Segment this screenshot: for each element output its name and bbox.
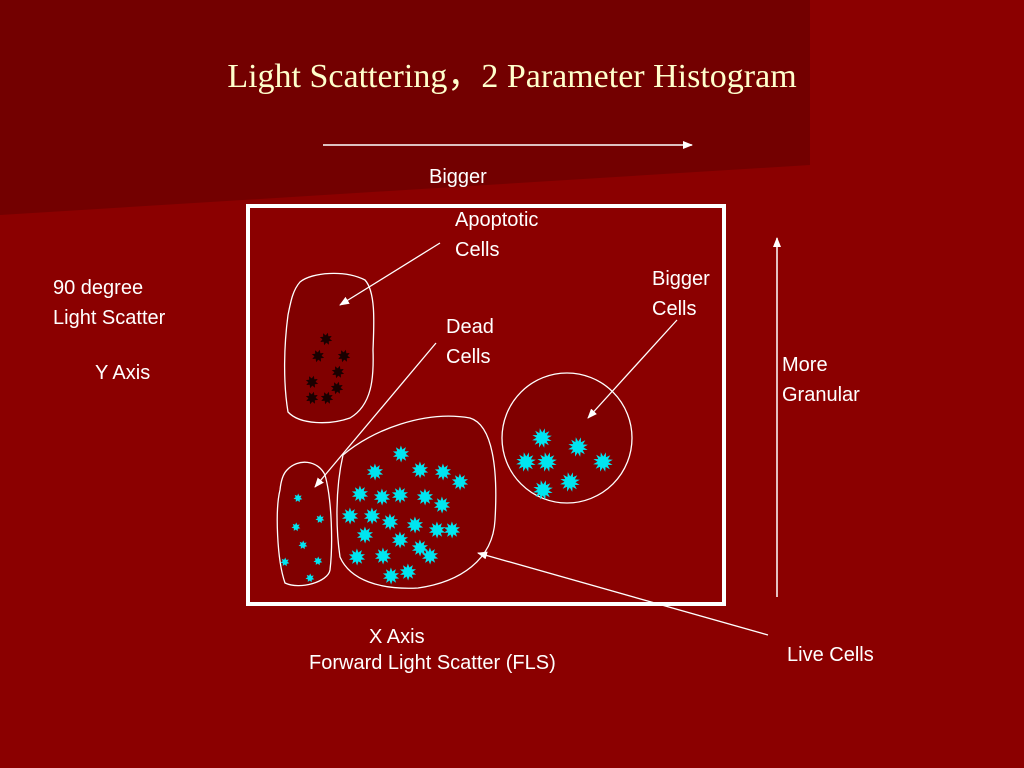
x-axis-label-line1: X Axis: [369, 626, 425, 648]
x-axis-label-line2: Forward Light Scatter (FLS): [309, 652, 556, 674]
dark-starburst-icon: [337, 349, 351, 363]
cyan-starburst-icon: [516, 452, 536, 472]
cyan-starburst-icon: [533, 480, 553, 500]
cyan-starburst-icon: [443, 521, 461, 539]
bigger-cells-markers: [516, 428, 613, 500]
small-cyan-starburst-icon: [298, 540, 308, 550]
cyan-starburst-icon: [356, 526, 374, 544]
cyan-starburst-icon: [363, 507, 381, 525]
dark-starburst-icon: [330, 381, 344, 395]
live-cells-markers: [341, 445, 469, 585]
apoptotic-cells-label-line1: Apoptotic: [455, 209, 538, 231]
cyan-starburst-icon: [392, 445, 410, 463]
dead-cells-label-line2: Cells: [446, 346, 490, 368]
cyan-starburst-icon: [434, 463, 452, 481]
cyan-starburst-icon: [421, 547, 439, 565]
bigger-cells-pointer: [587, 319, 678, 419]
cyan-starburst-icon: [399, 563, 417, 581]
small-cyan-starburst-icon: [291, 522, 301, 532]
small-cyan-starburst-icon: [280, 557, 290, 567]
cyan-starburst-icon: [433, 496, 451, 514]
small-cyan-starburst-icon: [305, 573, 315, 583]
live-cells-pointer: [477, 551, 769, 636]
dark-starburst-icon: [311, 349, 325, 363]
y-axis-label-line3: Y Axis: [95, 362, 150, 384]
apoptotic-cells-region: [283, 272, 375, 424]
cyan-starburst-icon: [348, 548, 366, 566]
dark-starburst-icon: [319, 332, 333, 346]
slide-title: Light Scattering，2 Parameter Histogram: [227, 58, 796, 95]
apoptotic-cells-label-line2: Cells: [455, 239, 499, 261]
small-cyan-starburst-icon: [313, 556, 323, 566]
cyan-starburst-icon: [451, 473, 469, 491]
dark-starburst-icon: [320, 391, 334, 405]
dead-cells-pointer: [314, 342, 437, 488]
bigger-cells-label-line1: Bigger: [652, 268, 710, 290]
cyan-starburst-icon: [411, 539, 429, 557]
cyan-starburst-icon: [568, 437, 588, 457]
live-cells-label: Live Cells: [787, 644, 874, 666]
cyan-starburst-icon: [341, 507, 359, 525]
apoptotic-cells-pointer: [339, 242, 441, 306]
cyan-starburst-icon: [406, 516, 424, 534]
cyan-starburst-icon: [560, 472, 580, 492]
cyan-starburst-icon: [382, 567, 400, 585]
cyan-starburst-icon: [416, 488, 434, 506]
y-axis-label-line2: Light Scatter: [53, 307, 166, 329]
cyan-starburst-icon: [373, 488, 391, 506]
live-cells-region: [336, 415, 497, 589]
dark-starburst-icon: [305, 391, 319, 405]
dead-cells-label-line1: Dead: [446, 316, 494, 338]
granular-label-line2: Granular: [782, 384, 860, 406]
decorative-panel: [0, 0, 810, 215]
apoptotic-cells-markers: [305, 332, 351, 405]
histogram-frame: [246, 204, 726, 606]
y-axis-label-line1: 90 degree: [53, 277, 143, 299]
granular-label-line1: More: [782, 354, 828, 376]
cyan-starburst-icon: [593, 452, 613, 472]
bigger-label: Bigger: [429, 166, 487, 188]
x-axis-label: X Axis Forward Light Scatter (FLS): [309, 626, 556, 674]
dark-starburst-icon: [305, 375, 319, 389]
cyan-starburst-icon: [428, 521, 446, 539]
cyan-starburst-icon: [366, 463, 384, 481]
small-cyan-starburst-icon: [293, 493, 303, 503]
cyan-starburst-icon: [411, 461, 429, 479]
cyan-starburst-icon: [537, 452, 557, 472]
cyan-starburst-icon: [374, 547, 392, 565]
dead-cells-markers: [280, 493, 325, 583]
bigger-cells-label-line2: Cells: [652, 298, 696, 320]
small-cyan-starburst-icon: [315, 514, 325, 524]
cyan-starburst-icon: [391, 486, 409, 504]
cyan-starburst-icon: [391, 531, 409, 549]
cyan-starburst-icon: [381, 513, 399, 531]
cyan-starburst-icon: [351, 485, 369, 503]
cyan-starburst-icon: [532, 428, 552, 448]
dead-cells-region: [276, 461, 333, 587]
dark-starburst-icon: [331, 365, 345, 379]
y-axis-label: 90 degree Light Scatter Y Axis: [53, 277, 166, 384]
